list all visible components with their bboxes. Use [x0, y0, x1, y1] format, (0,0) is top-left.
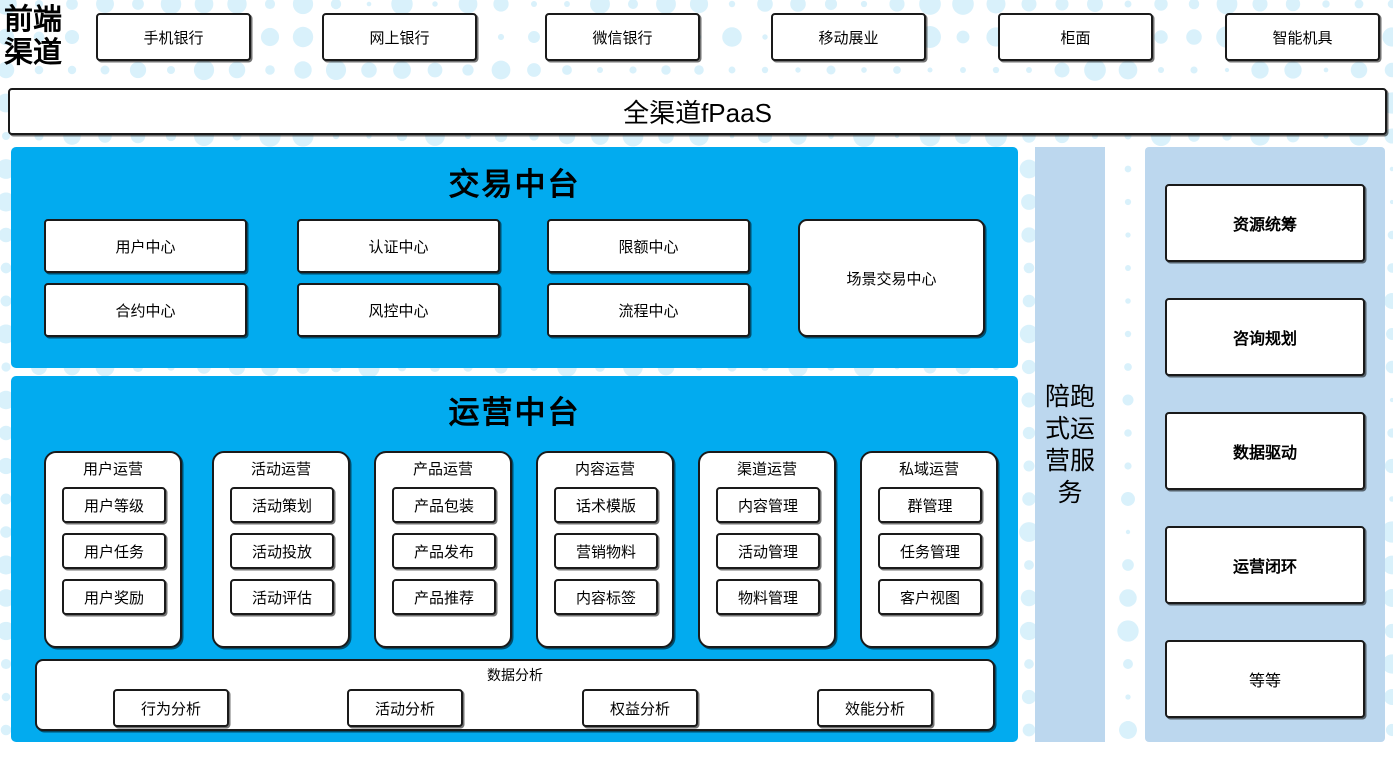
front-channel-label-line2: 渠道: [4, 37, 63, 69]
ops-item-group-manage[interactable]: 群管理: [878, 487, 982, 523]
ops-item-product-package[interactable]: 产品包装: [392, 487, 496, 523]
ops-column-user-title: 用户运营: [82, 461, 143, 478]
ops-item-content-tag[interactable]: 内容标签: [554, 579, 658, 615]
ops-item-customer-view[interactable]: 客户视图: [878, 579, 982, 615]
ops-item-script-template[interactable]: 话术模版: [554, 487, 658, 523]
ops-item-campaign-manage[interactable]: 活动管理: [716, 533, 820, 569]
ops-platform-title: 运营中台: [448, 395, 581, 430]
ops-item-user-task[interactable]: 用户任务: [62, 533, 166, 569]
ops-item-user-reward[interactable]: 用户奖励: [62, 579, 166, 615]
trade-platform-title: 交易中台: [448, 167, 581, 202]
channel-item-wechat-bank[interactable]: 微信银行: [545, 13, 700, 61]
capability-column: 资源统筹 咨询规划 数据驱动 运营闭环 等等: [1145, 147, 1385, 742]
ops-item-campaign-review[interactable]: 活动评估: [230, 579, 334, 615]
middle-platform-column: 交易中台 用户中心 认证中心 限额中心 合约中心 风控中心 流程中心 场景交易中…: [11, 147, 1018, 742]
ops-column-product[interactable]: 产品运营 产品包装 产品发布 产品推荐: [374, 451, 512, 648]
channel-item-smart-machine[interactable]: 智能机具: [1225, 13, 1380, 61]
channel-item-mobile-bank[interactable]: 手机银行: [96, 13, 251, 61]
data-analysis-title: 数据分析: [487, 667, 543, 683]
ops-item-marketing-material[interactable]: 营销物料: [554, 533, 658, 569]
front-channel-row: 前端 渠道 手机银行 网上银行 微信银行 移动展业 柜面 智能机具: [0, 0, 1393, 78]
ops-column-product-title: 产品运营: [412, 461, 473, 478]
front-channel-label: 前端 渠道: [4, 4, 90, 70]
ops-column-content-title: 内容运营: [574, 461, 635, 478]
accompany-service-column: 陪跑式运营服务: [1035, 147, 1105, 742]
ops-item-campaign-plan[interactable]: 活动策划: [230, 487, 334, 523]
analysis-item-behavior[interactable]: 行为分析: [113, 689, 229, 727]
ops-item-product-recommend[interactable]: 产品推荐: [392, 579, 496, 615]
channel-item-counter[interactable]: 柜面: [998, 13, 1153, 61]
ops-column-campaign[interactable]: 活动运营 活动策划 活动投放 活动评估: [212, 451, 350, 648]
ops-column-channel[interactable]: 渠道运营 内容管理 活动管理 物料管理: [698, 451, 836, 648]
accompany-service-label: 陪跑式运营服务: [1044, 382, 1095, 507]
ops-column-user[interactable]: 用户运营 用户等级 用户任务 用户奖励: [44, 451, 182, 648]
capability-box-ops-closed-loop[interactable]: 运营闭环: [1165, 526, 1365, 604]
trade-box-process-center[interactable]: 流程中心: [547, 283, 750, 337]
ops-item-product-release[interactable]: 产品发布: [392, 533, 496, 569]
ops-column-campaign-title: 活动运营: [250, 461, 311, 478]
trade-box-auth-center[interactable]: 认证中心: [297, 219, 500, 273]
trade-box-scenario-trade-center[interactable]: 场景交易中心: [798, 219, 985, 337]
data-analysis-group[interactable]: 数据分析 行为分析 活动分析 权益分析 效能分析: [35, 659, 995, 731]
capability-box-resource-coordination[interactable]: 资源统筹: [1165, 184, 1365, 262]
trade-box-limit-center[interactable]: 限额中心: [547, 219, 750, 273]
trade-box-contract-center[interactable]: 合约中心: [44, 283, 247, 337]
trade-box-risk-center[interactable]: 风控中心: [297, 283, 500, 337]
trade-box-user-center[interactable]: 用户中心: [44, 219, 247, 273]
capability-box-consulting-planning[interactable]: 咨询规划: [1165, 298, 1365, 376]
ops-item-campaign-delivery[interactable]: 活动投放: [230, 533, 334, 569]
omnichannel-fpaas-bar[interactable]: 全渠道fPaaS: [8, 88, 1387, 135]
ops-column-private-domain[interactable]: 私域运营 群管理 任务管理 客户视图: [860, 451, 998, 648]
ops-item-user-level[interactable]: 用户等级: [62, 487, 166, 523]
analysis-item-benefit[interactable]: 权益分析: [582, 689, 698, 727]
capability-box-etc[interactable]: 等等: [1165, 640, 1365, 718]
analysis-item-efficiency[interactable]: 效能分析: [817, 689, 933, 727]
ops-column-content[interactable]: 内容运营 话术模版 营销物料 内容标签: [536, 451, 674, 648]
channel-item-internet-bank[interactable]: 网上银行: [322, 13, 477, 61]
ops-item-task-manage[interactable]: 任务管理: [878, 533, 982, 569]
ops-column-channel-title: 渠道运营: [736, 461, 797, 478]
analysis-item-campaign[interactable]: 活动分析: [347, 689, 463, 727]
ops-item-content-manage[interactable]: 内容管理: [716, 487, 820, 523]
trade-platform-panel: 交易中台 用户中心 认证中心 限额中心 合约中心 风控中心 流程中心 场景交易中…: [11, 147, 1018, 368]
channel-item-mobile-biz[interactable]: 移动展业: [771, 13, 926, 61]
capability-box-data-driven[interactable]: 数据驱动: [1165, 412, 1365, 490]
front-channel-label-line1: 前端: [4, 4, 63, 36]
ops-item-material-manage[interactable]: 物料管理: [716, 579, 820, 615]
ops-platform-panel: 运营中台 用户运营 用户等级 用户任务 用户奖励 活动运营 活动策划 活动投放 …: [11, 376, 1018, 742]
ops-column-private-domain-title: 私域运营: [898, 461, 959, 478]
